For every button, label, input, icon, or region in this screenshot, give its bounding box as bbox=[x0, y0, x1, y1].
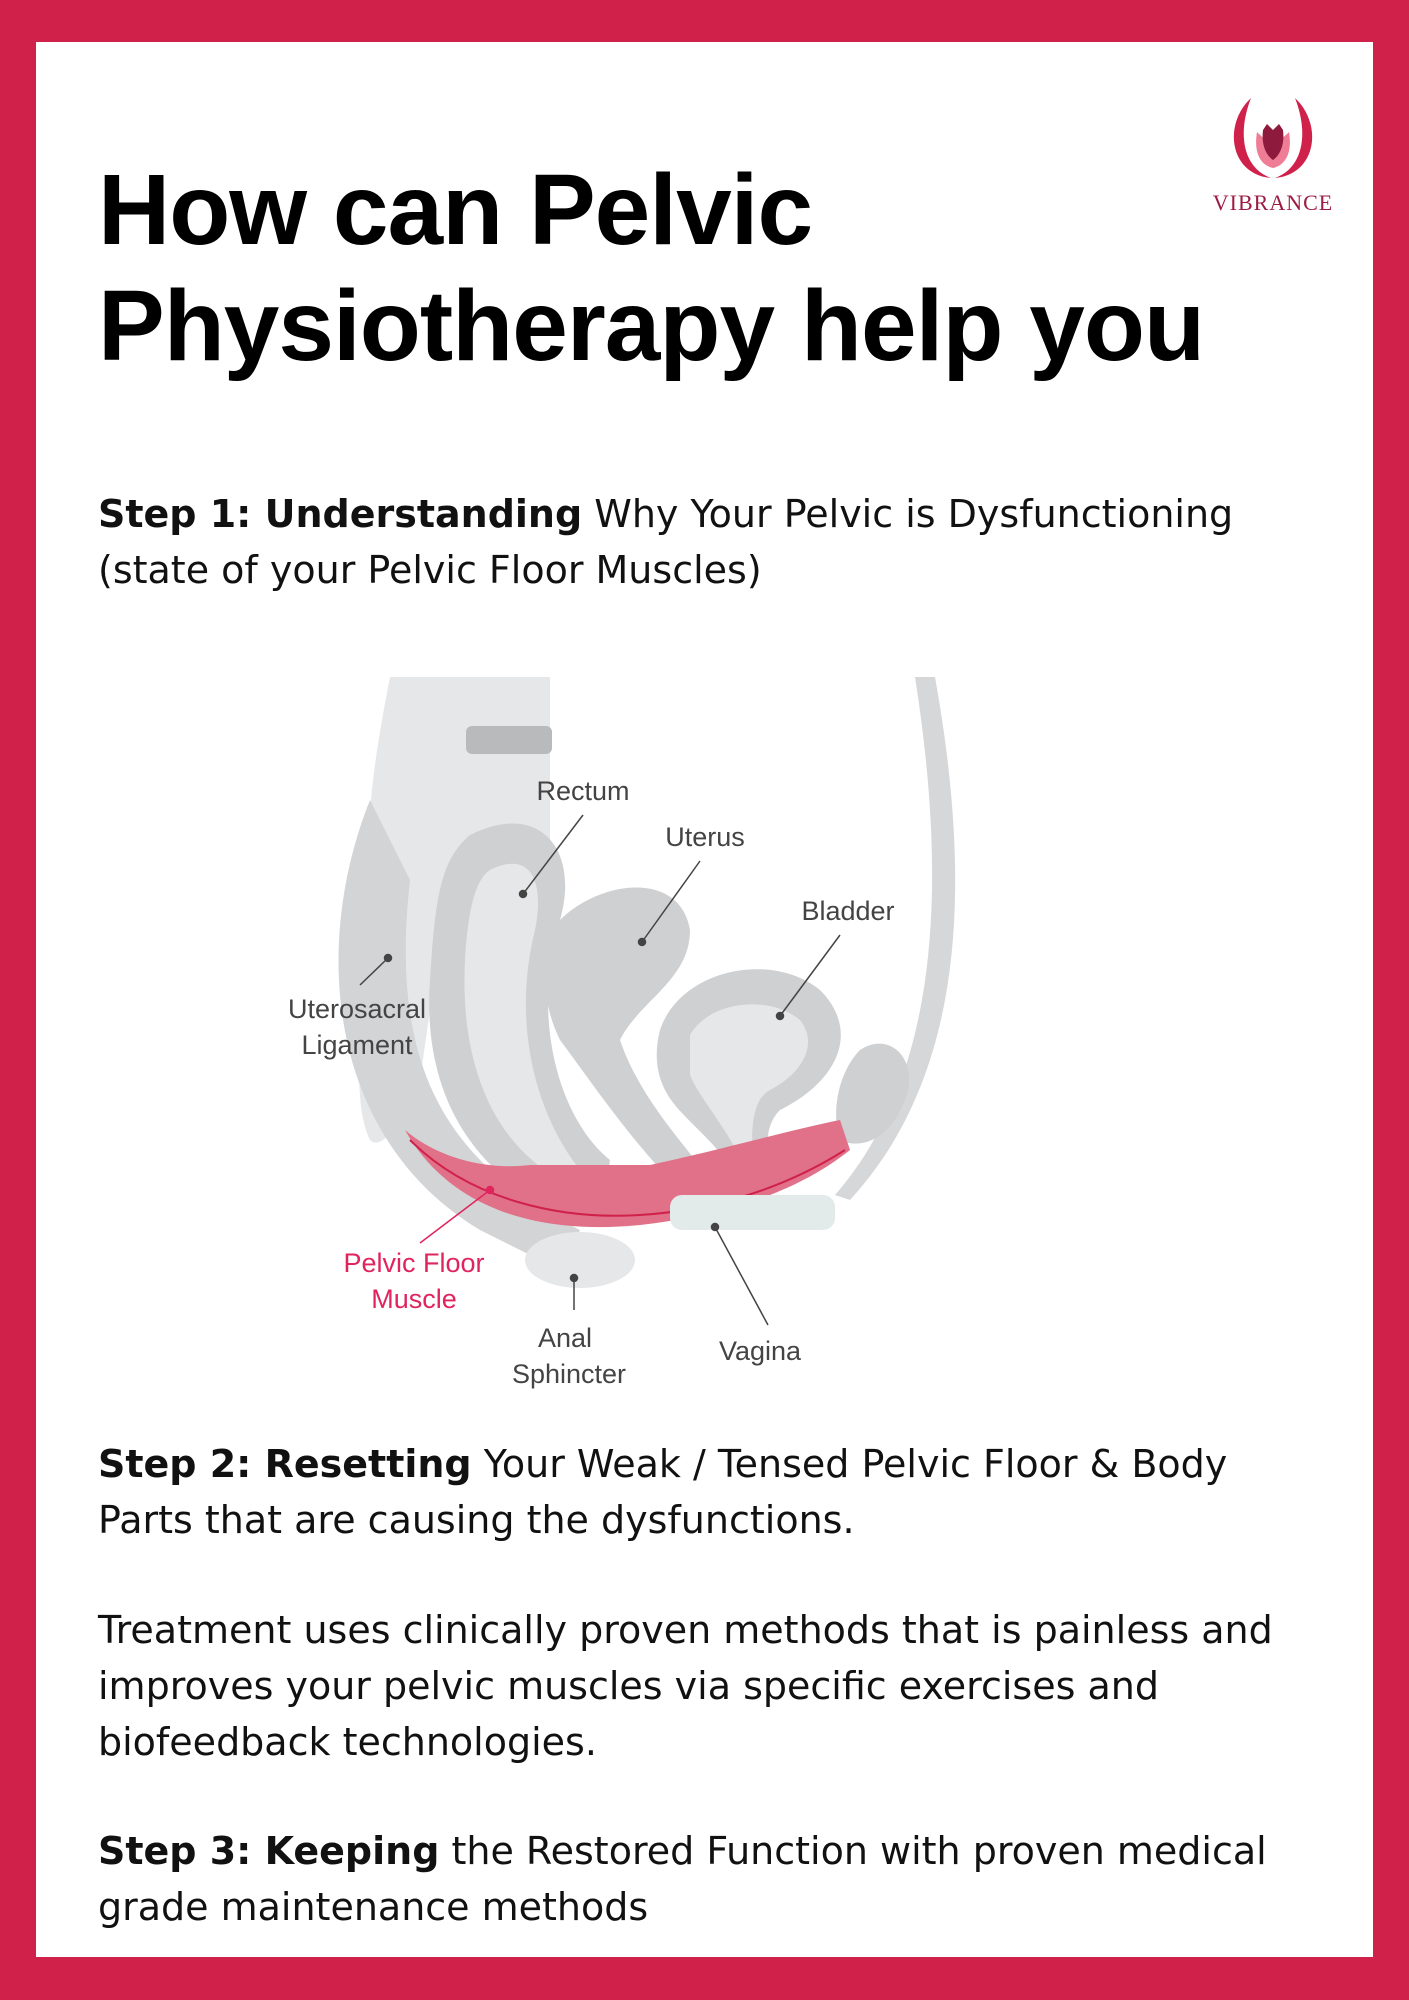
treatment-text: Treatment uses clinically proven methods… bbox=[98, 1608, 1273, 1764]
label-pelvic-floor-1: Pelvic Floor bbox=[343, 1248, 484, 1278]
step-2-text: Your Weak / Tensed Pelvic Floor & Body P… bbox=[98, 1442, 1228, 1542]
step-1-text: Why Your Pelvic is Dysfunctioning (state… bbox=[98, 492, 1234, 592]
step-3-text: the Restored Function with proven medica… bbox=[98, 1829, 1267, 1929]
label-vagina: Vagina bbox=[719, 1336, 802, 1366]
label-anal-2: Sphincter bbox=[512, 1359, 626, 1389]
bladder-inner-shape bbox=[690, 1004, 809, 1170]
uterus-shape bbox=[545, 887, 710, 1190]
label-uterus: Uterus bbox=[665, 822, 745, 852]
rectum-inner-shape bbox=[464, 863, 580, 1180]
step-3-heading: Step 3: Keeping bbox=[98, 1829, 440, 1873]
label-uterosacral-1: Uterosacral bbox=[288, 994, 426, 1024]
pubic-bone-shape bbox=[836, 1043, 909, 1144]
step-2: Step 2: Resetting Your Weak / Tensed Pel… bbox=[98, 1436, 1298, 1548]
spinal-disc-shape bbox=[466, 726, 552, 754]
vibrance-logo: VIBRANCE bbox=[1210, 94, 1336, 216]
anal-sphincter-shape bbox=[525, 1232, 635, 1288]
title-line-2: Physiotherapy help you bbox=[98, 270, 1205, 382]
page-title: How can Pelvic Physiotherapy help you bbox=[98, 152, 1205, 384]
vagina-shape bbox=[670, 1195, 835, 1230]
step-1-heading: Step 1: Understanding bbox=[98, 492, 583, 536]
step-3: Step 3: Keeping the Restored Function wi… bbox=[98, 1823, 1298, 1935]
label-pelvic-floor-2: Muscle bbox=[371, 1284, 457, 1314]
muscle-line bbox=[409, 1139, 846, 1217]
brand-name: VIBRANCE bbox=[1212, 190, 1334, 215]
step-1: Step 1: Understanding Why Your Pelvic is… bbox=[98, 486, 1298, 598]
label-anal-1: Anal bbox=[538, 1323, 592, 1353]
leader-lines bbox=[359, 814, 841, 1326]
coccyx-shape bbox=[338, 800, 580, 1270]
lotus-icon bbox=[1233, 98, 1313, 178]
title-line-1: How can Pelvic bbox=[98, 154, 813, 266]
label-bladder: Bladder bbox=[801, 896, 894, 926]
step-2-heading: Step 2: Resetting bbox=[98, 1442, 472, 1486]
label-uterosacral-2: Ligament bbox=[301, 1030, 413, 1060]
abdominal-wall-shape bbox=[835, 677, 956, 1200]
label-rectum: Rectum bbox=[536, 776, 629, 806]
